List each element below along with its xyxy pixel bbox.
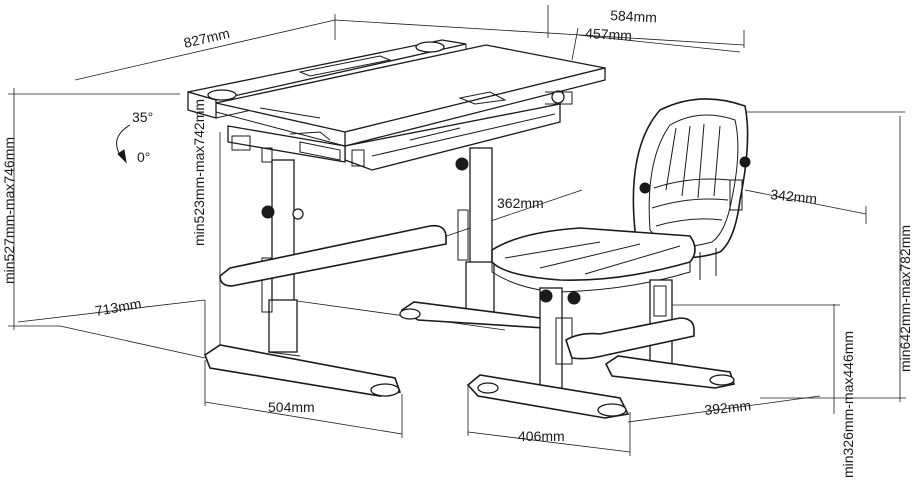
label-seat-height: min326mm-max446mm xyxy=(840,331,856,478)
label-tilt-min: 0° xyxy=(137,149,150,165)
label-top-depth: 457mm xyxy=(585,25,632,43)
label-chair-base-width: 406mm xyxy=(518,428,565,444)
chair xyxy=(466,98,751,419)
label-desk-floor-depth: 713mm xyxy=(94,295,143,319)
label-desk-base-width: 504mm xyxy=(268,399,315,415)
label-tilt-max: 35° xyxy=(132,109,153,125)
tilt-indicator xyxy=(116,124,131,164)
dimension-lines xyxy=(8,5,906,456)
label-desk-total-height: min527mm-max746mm xyxy=(1,137,17,284)
label-desk-width: 827mm xyxy=(182,25,231,51)
label-chair-total-height: min642mm-max782mm xyxy=(897,225,913,372)
label-seat-width: 362mm xyxy=(497,195,544,211)
label-desk-leg-height: min523mm-max742mm xyxy=(191,99,207,246)
label-chair-back-width: 342mm xyxy=(770,186,818,207)
label-desk-depth: 584mm xyxy=(610,7,657,25)
desk xyxy=(187,39,606,397)
dimension-labels: 584mm 827mm 457mm min527mm-max746mm min5… xyxy=(1,7,913,478)
label-chair-base-depth: 392mm xyxy=(704,397,752,418)
